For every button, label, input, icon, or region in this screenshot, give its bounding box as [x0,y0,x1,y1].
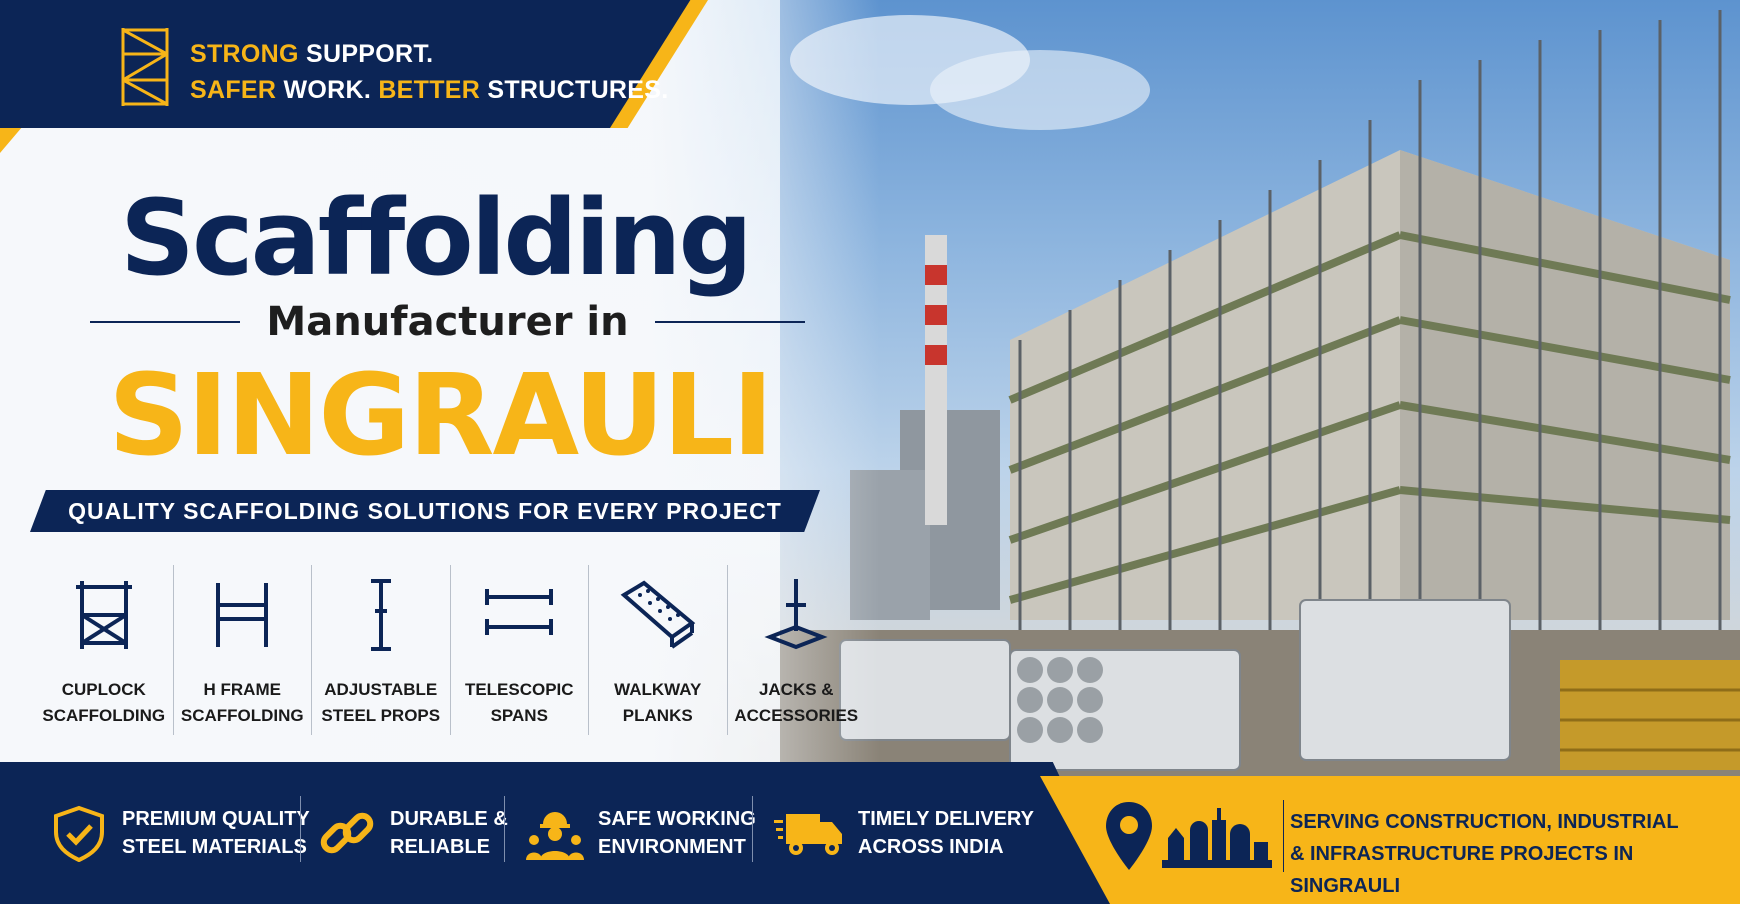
walkway-plank-icon [620,580,696,649]
feature-divider [752,796,753,862]
tagline-word: STRUCTURES. [480,76,669,104]
product-item: JACKS & ACCESSORIES [726,565,866,735]
service-line: & INFRASTRUCTURE PROJECTS IN SINGRAULI [1290,843,1634,897]
product-label: CUPLOCK [61,680,146,699]
divider-line [654,321,805,323]
service-band [1040,776,1740,904]
feature-label: ENVIRONMENT [598,836,746,858]
workers-helmet-icon [526,812,584,860]
shield-check-icon [54,805,104,862]
chain-link-icon [320,812,374,854]
product-label: SCAFFOLDING [42,706,166,725]
product-label: STEEL PROPS [321,706,441,725]
product-label: JACKS & [758,680,834,699]
product-item: H FRAME SCAFFOLDING [172,565,312,735]
tagline-word: BETTER [378,76,481,104]
feature-item: PREMIUM QUALITY STEEL MATERIALS [50,790,310,876]
tagline-word: STRONG [190,40,299,68]
divider-line [90,321,241,323]
service-line: SERVING CONSTRUCTION, INDUSTRIAL [1290,811,1679,833]
feature-label: RELIABLE [390,836,490,858]
product-item: WALKWAY PLANKS [588,565,727,735]
city-skyline-icon [1162,808,1272,868]
feature-divider [504,796,505,862]
product-item: CUPLOCK SCAFFOLDING [35,565,173,735]
product-label: SCAFFOLDING [180,706,304,725]
product-label: SPANS [490,706,548,725]
tagline-word: SUPPORT. [298,40,434,68]
base-jack-icon [764,579,828,650]
product-label: ADJUSTABLE [324,680,438,699]
feature-label: STEEL MATERIALS [122,836,307,858]
headline-location: SINGRAULI [108,351,773,481]
service-divider [1283,800,1284,872]
product-label: TELESCOPIC [464,680,574,699]
headline-subtitle-row: Manufacturer in [90,298,805,346]
left-fade [0,0,880,904]
feature-item: TIMELY DELIVERY ACROSS INDIA [774,790,1034,876]
tagline-banner [0,0,700,128]
feature-label: TIMELY DELIVERY [858,808,1034,830]
product-label: WALKWAY [614,680,702,699]
feature-item: DURABLE & RELIABLE [318,790,508,876]
subtitle-bar: QUALITY SCAFFOLDING SOLUTIONS FOR EVERY … [30,490,820,532]
cuplock-frame-icon [75,581,132,649]
subtitle-bar-text: QUALITY SCAFFOLDING SOLUTIONS FOR EVERY … [68,497,782,524]
feature-label: SAFE WORKING [598,808,756,830]
product-label: ACCESSORIES [734,706,859,725]
feature-divider [300,796,301,862]
service-text: SERVING CONSTRUCTION, INDUSTRIAL & INFRA… [1290,806,1740,902]
product-list: CUPLOCK SCAFFOLDING H FRAME SCAFFOLDING AD… [35,565,865,735]
headline-subtitle: Manufacturer in [266,299,629,345]
feature-label: PREMIUM QUALITY [122,808,310,830]
feature-label: ACROSS INDIA [858,836,1004,858]
feature-label: DURABLE & [390,808,508,830]
feature-item: SAFE WORKING ENVIRONMENT [526,790,756,876]
product-item: TELESCOPIC SPANS [449,565,589,735]
telescopic-span-icon [485,589,554,635]
h-frame-icon [216,583,269,647]
tagline: STRONG SUPPORT. SAFER WORK. BETTER STRUC… [190,36,668,108]
location-pin-icon [1106,802,1152,870]
tagline-word: WORK. [276,76,379,104]
product-label: H FRAME [203,680,281,699]
product-item: ADJUSTABLE STEEL PROPS [311,565,450,735]
steel-prop-icon [370,579,391,651]
product-label: PLANKS [622,706,693,725]
tagline-word: SAFER [190,76,277,104]
scaffold-tower-icon [121,28,169,106]
headline-title: Scaffolding [120,177,753,299]
delivery-truck-icon [774,814,842,855]
